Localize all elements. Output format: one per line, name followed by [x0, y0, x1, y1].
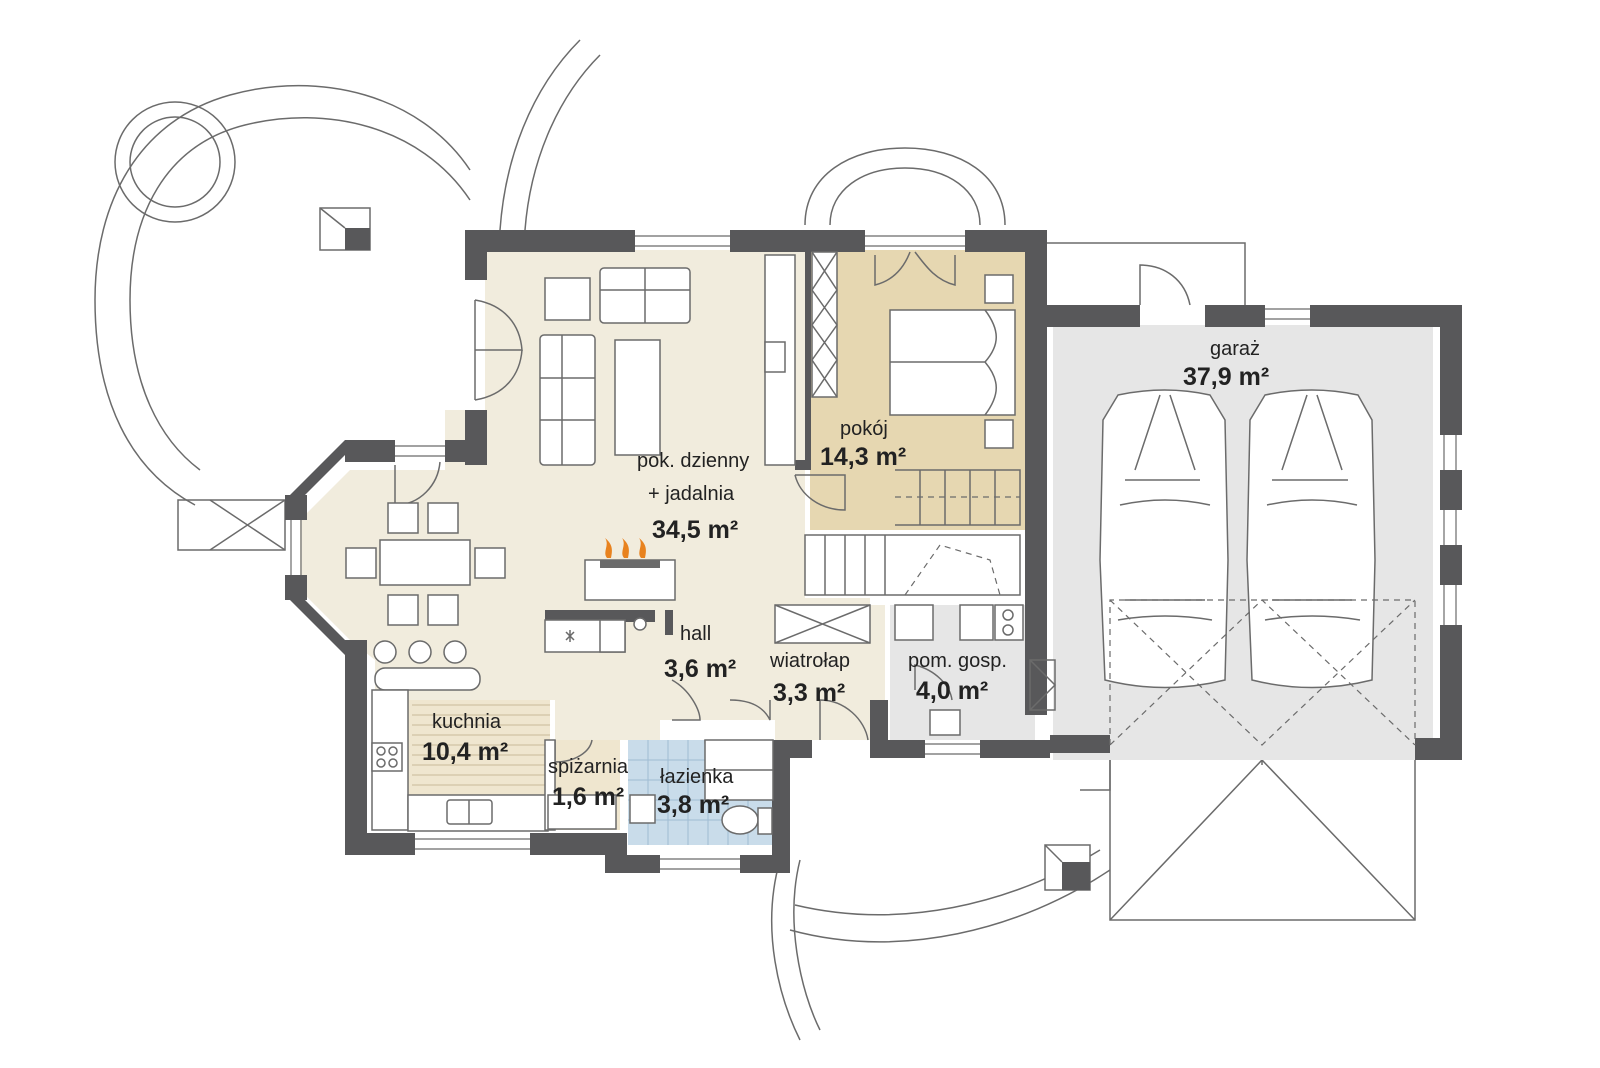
walls — [285, 230, 1462, 873]
service-furniture — [629, 604, 1024, 835]
kitchen-name: kuchnia — [432, 711, 502, 733]
kitchen-area: 10,4 m² — [422, 738, 508, 766]
pantry-area: 1,6 m² — [552, 783, 624, 811]
garage-name: garaż — [1210, 338, 1260, 360]
terrace-outlines — [94, 39, 1416, 1041]
pantry-name: spiżarnia — [548, 756, 629, 778]
vestibule-name: wiatrołap — [769, 650, 850, 672]
living-room-name-line2: + jadalnia — [648, 483, 735, 505]
vestibule-area: 3,3 m² — [773, 679, 845, 707]
living-room-name-line1: pok. dzienny — [637, 450, 749, 472]
kitchen-floor-lines — [412, 704, 550, 786]
bedroom-furniture — [804, 274, 1021, 596]
bathroom-area: 3,8 m² — [657, 791, 729, 819]
living-room-area: 34,5 m² — [652, 516, 738, 544]
hall-area: 3,6 m² — [664, 655, 736, 683]
windows — [290, 235, 1457, 870]
doors — [394, 251, 1057, 771]
hall-name: hall — [680, 623, 711, 645]
utility-area: 4,0 m² — [916, 677, 988, 705]
car-2 — [1246, 389, 1376, 689]
car-1 — [1099, 389, 1229, 689]
garage-area: 37,9 m² — [1183, 363, 1269, 391]
flame-icon — [605, 538, 646, 558]
bathroom-name: łazienka — [660, 766, 734, 788]
bedroom-name: pokój — [840, 418, 888, 440]
garage-door-swing — [1109, 599, 1416, 746]
bedroom-area: 14,3 m² — [820, 443, 906, 471]
utility-name: pom. gosp. — [908, 650, 1007, 672]
room-labels: pok. dzienny + jadalnia 34,5 m² pokój 14… — [422, 338, 1269, 819]
living-furniture — [345, 251, 838, 832]
